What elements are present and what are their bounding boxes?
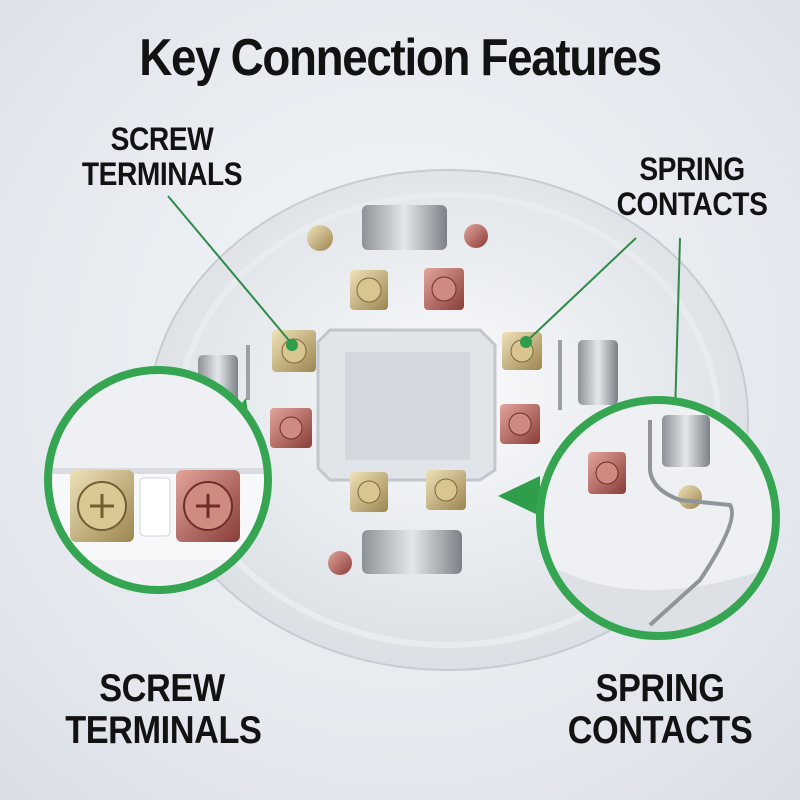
spring-contact-bottom <box>328 530 462 575</box>
page-title: Key Connection Features <box>139 29 662 87</box>
callout-dot-screw <box>286 339 298 351</box>
screw-terminal-right-copper <box>500 404 540 444</box>
screw-terminal-bottom-brass <box>350 472 388 512</box>
spring-contact-right <box>558 340 618 410</box>
screw-terminal-top-brass <box>350 270 388 310</box>
screw-terminals-zoom-callout <box>44 366 272 594</box>
screw-terminal-top-copper <box>424 268 464 310</box>
screw-terminal-left-brass <box>272 330 316 372</box>
screw-terminal-left-copper <box>270 408 312 448</box>
callout-dot-spring-1 <box>520 336 532 348</box>
screw-terminal-bottom-steel <box>426 470 466 510</box>
spring-contact-top <box>307 205 488 251</box>
